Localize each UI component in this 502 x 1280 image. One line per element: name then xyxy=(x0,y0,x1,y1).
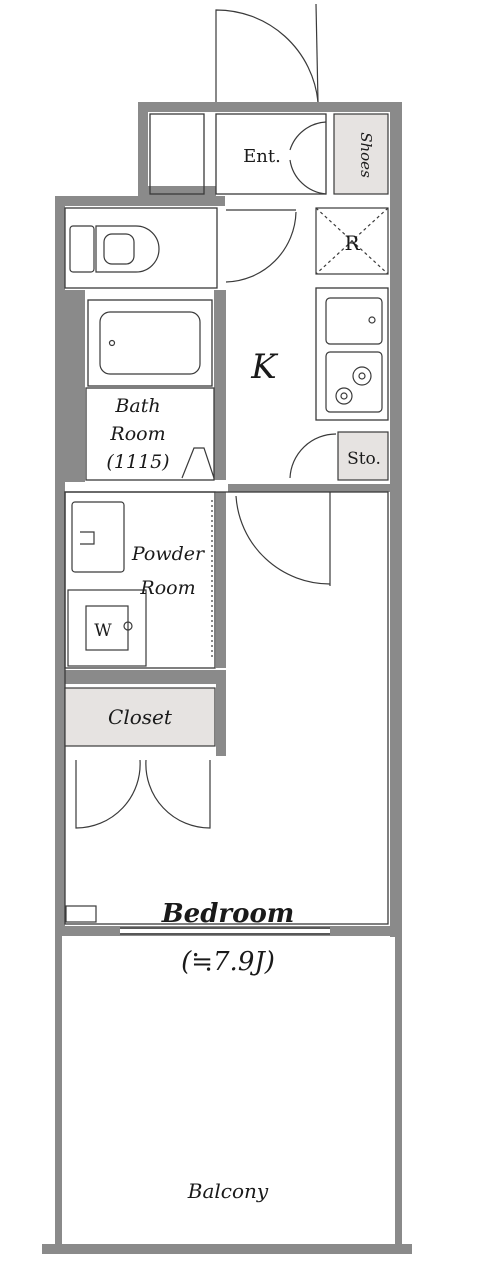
wall-balcony-right xyxy=(395,936,402,1244)
entrance-door xyxy=(215,9,319,103)
bath-slide-door xyxy=(181,447,215,479)
stove xyxy=(325,351,383,413)
balcony-outlet xyxy=(65,905,97,923)
burner-1 xyxy=(335,387,353,405)
storage-door-arc xyxy=(289,433,337,479)
fixtures xyxy=(65,225,383,935)
label-bedroom: Bedroom xyxy=(161,899,295,929)
label-closet: Closet xyxy=(108,705,173,729)
wall-closet-right xyxy=(216,684,226,756)
fridge-box xyxy=(315,207,389,275)
kitchen-sink xyxy=(325,297,383,345)
label-shoes: Shoes xyxy=(357,132,375,178)
burner-2-center xyxy=(358,372,366,380)
toilet-seat xyxy=(103,233,135,265)
toilet-room xyxy=(64,207,218,289)
label-storage: Sto. xyxy=(347,449,381,469)
toilet-bowl xyxy=(95,225,160,273)
bathtub-drain xyxy=(108,339,116,347)
shoe-cabinet xyxy=(333,113,389,195)
bath-room-box xyxy=(85,387,215,481)
label-entrance: Ent. xyxy=(243,146,281,167)
wall-balcony-left xyxy=(55,936,62,1244)
storage-cell-left xyxy=(149,113,205,195)
burner-2 xyxy=(352,366,372,386)
toilet-door-arc xyxy=(225,211,297,283)
bathtub xyxy=(87,299,213,387)
wall-top xyxy=(138,102,402,112)
label-refrigerator: R xyxy=(344,231,360,255)
label-bath-1: Bath xyxy=(114,395,160,417)
wall-left xyxy=(55,196,65,936)
washer-pan xyxy=(67,589,147,667)
label-bedroom-size: (≒7.9J) xyxy=(181,947,275,977)
entrance-door-leaf xyxy=(315,3,319,103)
label-washer: W xyxy=(94,621,112,641)
label-balcony: Balcony xyxy=(187,1179,269,1203)
washbasin-tap xyxy=(80,531,95,545)
storage-box xyxy=(337,431,389,481)
label-kitchen: K xyxy=(250,347,279,387)
washer-drain xyxy=(123,621,133,631)
balcony-slab xyxy=(42,1244,412,1254)
washer-inner xyxy=(85,605,129,651)
wall-powder-bottom xyxy=(65,670,226,684)
wall-powder-right xyxy=(216,492,226,668)
closet-box xyxy=(64,687,216,747)
burner-1-center xyxy=(340,392,348,400)
label-bath-2: Room xyxy=(109,423,165,445)
walls xyxy=(55,102,402,1244)
wall-bath-right xyxy=(214,290,226,480)
shaded-fixtures xyxy=(64,113,389,747)
bedroom-door-arc xyxy=(235,495,331,585)
label-bath-3: (1115) xyxy=(106,451,169,473)
wall-entrance-left xyxy=(138,102,148,196)
kitchen-counter xyxy=(315,287,389,421)
wall-ent-left-bottom xyxy=(148,186,216,196)
closet-door-left xyxy=(75,759,141,829)
wall-kitchen-bedroom xyxy=(228,484,390,492)
closet-door-right xyxy=(145,759,211,829)
sink-drain xyxy=(368,316,376,324)
fridge-x-2 xyxy=(315,207,389,275)
washbasin xyxy=(71,501,125,573)
doors xyxy=(75,3,389,829)
bathtub-inner xyxy=(99,311,201,375)
shoe-door-arc-bottom xyxy=(289,159,327,195)
wall-bath-left xyxy=(55,290,85,482)
label-powder-1: Powder xyxy=(131,543,206,565)
entrance-box xyxy=(215,113,327,195)
wall-toilet-top xyxy=(55,196,225,206)
toilet-tank xyxy=(69,225,95,273)
shoe-door-arc-top xyxy=(289,121,327,151)
label-powder-2: Room xyxy=(139,577,195,599)
wall-right xyxy=(390,102,402,937)
